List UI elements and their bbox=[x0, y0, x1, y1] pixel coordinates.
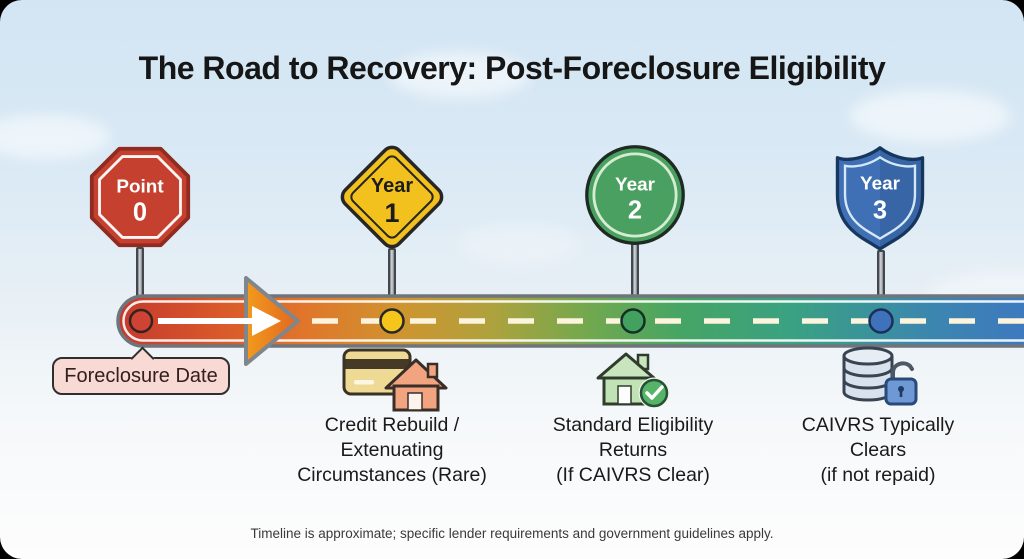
page-title: The Road to Recovery: Post-Foreclosure E… bbox=[138, 50, 886, 86]
caption-line: CAIVRS Typically bbox=[801, 414, 955, 436]
caption-line: Circumstances (Rare) bbox=[297, 464, 487, 486]
caption-year-2: Standard Eligibility Returns (If CAIVRS … bbox=[513, 413, 753, 488]
sign-value: 2 bbox=[628, 197, 642, 225]
marker-year-1 bbox=[379, 308, 405, 334]
forward-arrow-tip bbox=[252, 306, 281, 336]
cloud-shape bbox=[390, 52, 530, 98]
foreclosure-date-label: Foreclosure Date bbox=[64, 364, 218, 387]
cloud-shape bbox=[850, 90, 1010, 142]
credit-card-house-icon bbox=[342, 348, 448, 412]
sign-word: Year bbox=[615, 174, 656, 195]
cloud-shape bbox=[460, 225, 580, 265]
marker-year-3 bbox=[868, 308, 894, 334]
caption-line: (if not repaid) bbox=[820, 464, 936, 486]
stop-sign-point-0: Point 0 bbox=[89, 146, 191, 248]
caption-line: Extenuating bbox=[340, 439, 444, 461]
sign-word: Year bbox=[860, 173, 901, 194]
timeline-road bbox=[116, 276, 1024, 366]
disclaimer-text: Timeline is approximate; specific lender… bbox=[250, 526, 774, 541]
caption-line: Standard Eligibility bbox=[552, 414, 714, 436]
caption-year-1: Credit Rebuild / Extenuating Circumstanc… bbox=[272, 413, 512, 488]
sign-value: 0 bbox=[133, 199, 147, 227]
database-lock-icon bbox=[842, 346, 918, 406]
caption-line: Credit Rebuild / bbox=[324, 414, 460, 436]
house-check-icon bbox=[596, 352, 670, 409]
sign-value: 1 bbox=[384, 198, 399, 228]
foreclosure-date-callout: Foreclosure Date bbox=[52, 357, 230, 395]
marker-year-2 bbox=[620, 308, 646, 334]
marker-point-0 bbox=[128, 308, 154, 334]
sign-value: 3 bbox=[873, 197, 887, 225]
go-sign-year-2: Year 2 bbox=[585, 145, 685, 245]
shield-sign-year-3: Year 3 bbox=[835, 146, 925, 251]
road-edge-stripes bbox=[122, 300, 1024, 342]
caption-year-3: CAIVRS Typically Clears (if not repaid) bbox=[758, 413, 998, 488]
sign-word: Year bbox=[371, 175, 413, 197]
sign-word: Point bbox=[116, 176, 164, 197]
caption-line: (If CAIVRS Clear) bbox=[556, 464, 710, 486]
warning-sign-year-1: Year 1 bbox=[340, 145, 444, 249]
cloud-shape bbox=[0, 115, 110, 159]
caption-line: Clears bbox=[849, 439, 907, 461]
caption-line: Returns bbox=[598, 439, 668, 461]
